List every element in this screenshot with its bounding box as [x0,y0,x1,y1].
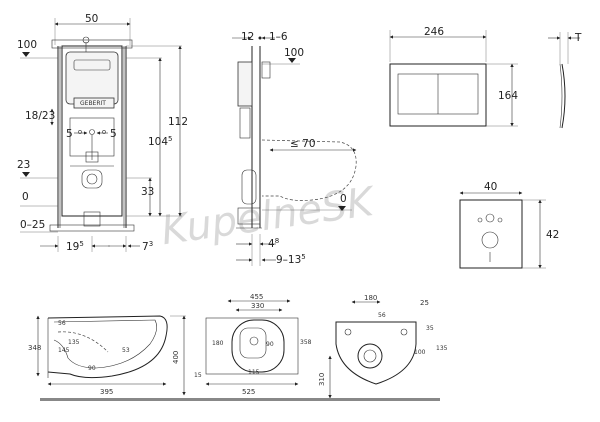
side-dim-12: 12 [241,31,254,43]
frame-height-total: 112 [168,116,188,128]
frame-height-outlet: 33 [141,186,154,198]
bowl-top-d358: 358 [300,339,312,346]
frame-level-0: 0 [22,191,29,203]
frame-side-view: 12 1–6 100 ≤ 70 0 48 9–135 [232,31,357,266]
bowl-side-length: 395 [100,388,113,396]
bowl-back-d25: 25 [420,299,429,307]
bowl-back-view: 180 25 56 35 100 135 310 [318,294,448,399]
frame-width-7: 73 [142,240,153,253]
frame-level-0-25: 0–25 [20,219,45,231]
bowl-back-d135: 135 [436,345,448,352]
flush-plate-view: 246 164 T [389,26,582,129]
bowl-top-d15: 15 [194,372,202,379]
frame-width-19: 195 [66,240,84,253]
bowl-back-height: 310 [318,373,326,386]
plate-thickness-label: T [574,32,582,44]
bowl-side-d56: 56 [58,320,66,327]
bowl-top-length: 525 [242,388,255,396]
side-reach-label: ≤ 70 [290,138,316,150]
bowl-side-d90: 90 [88,365,96,372]
frame-width-label: 50 [85,13,98,25]
plate-height-label: 164 [498,90,518,102]
pad-width-label: 40 [484,181,497,193]
side-dim-9-13: 9–135 [276,253,306,266]
side-dim-4: 48 [268,237,279,250]
bowl-side-d53: 53 [122,347,130,354]
bowl-side-d135: 135 [68,339,80,346]
side-level-100: 100 [284,47,304,59]
bowl-top-d115: 115 [248,369,260,376]
frame-front-view: 50 GEBERIT 100 18/23 2 [17,13,188,253]
plate-width-label: 246 [424,26,444,38]
bowl-back-d35: 35 [426,325,434,332]
frame-height-mid: 1045 [148,135,173,148]
bowl-back-d56: 56 [378,312,386,319]
bowl-top-width-outer: 455 [250,293,263,301]
frame-depth-label: 18/23 [25,110,55,122]
side-level-0: 0 [340,193,347,205]
bowl-top-width-inner: 330 [251,302,264,310]
pad-height-label: 42 [546,229,559,241]
sound-pad-view: 40 42 [459,181,559,269]
bowl-side-view: 395 348 56 145 135 53 90 400 [28,315,186,396]
bowl-side-d145: 145 [58,347,70,354]
frame-level-23: 23 [17,159,30,171]
bowl-side-height: 348 [28,344,41,352]
frame-brand-label: GEBERIT [80,100,106,107]
bowl-top-view: 455 330 180 90 358 15 115 525 [194,293,312,396]
frame-level-100: 100 [17,39,37,51]
bowl-side-d400: 400 [172,351,180,364]
bowl-top-d180: 180 [212,340,224,347]
side-dim-1-6: 1–6 [269,31,288,43]
bowl-back-d180: 180 [364,294,377,302]
bowl-top-d90: 90 [266,341,274,348]
bowl-back-d100: 100 [414,349,426,356]
floor-line [40,398,440,401]
frame-offset-right: 5 [110,128,117,140]
frame-offset-left: 5 [66,128,73,140]
